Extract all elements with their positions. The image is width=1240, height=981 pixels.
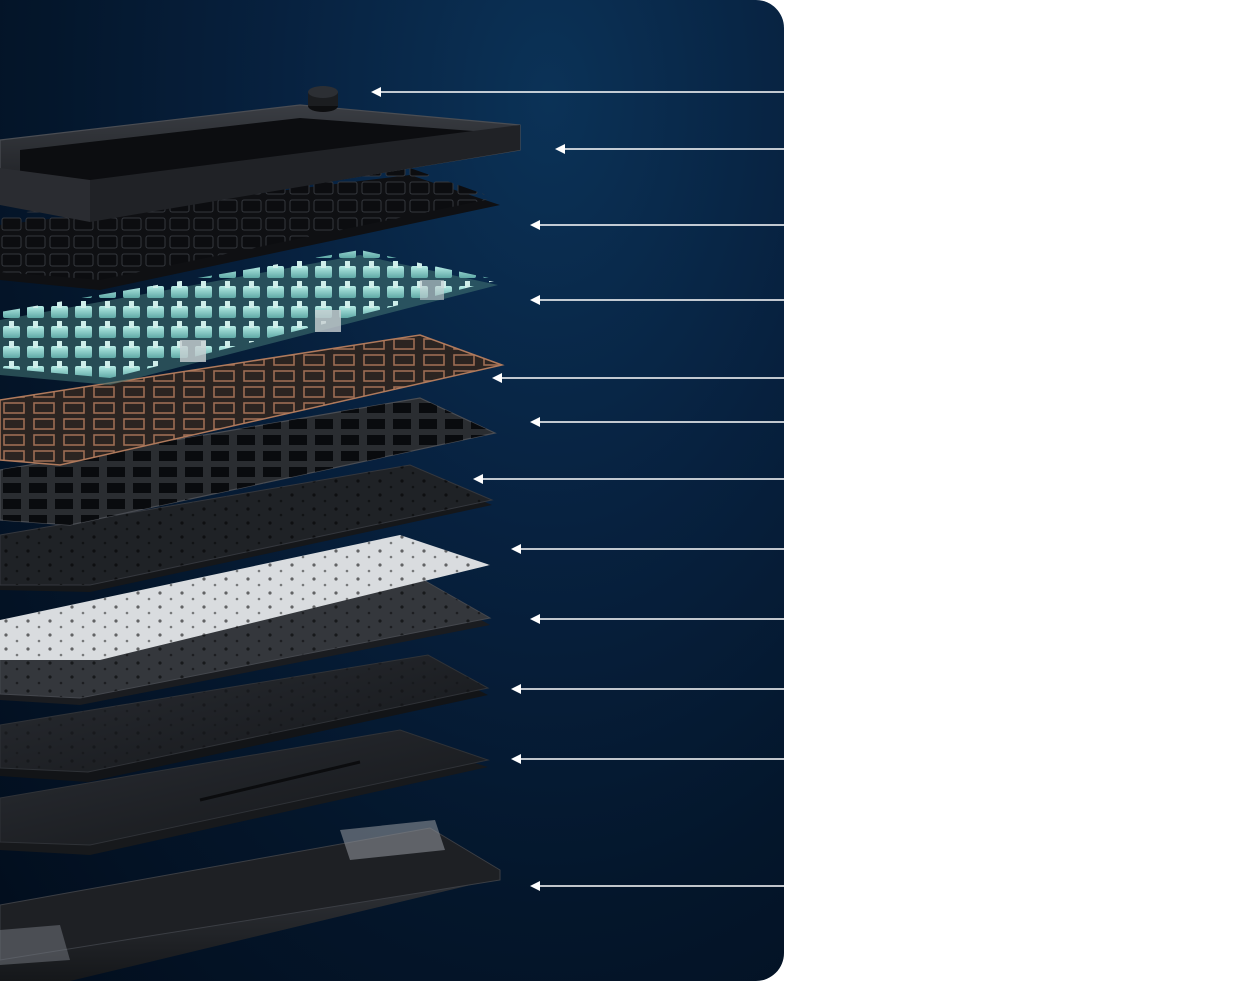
- plate-foam-layer: [0, 464, 494, 592]
- arrow-keycaps: [530, 220, 784, 230]
- top-frame-layer: [0, 104, 521, 222]
- bottom-foam-layer: [0, 654, 490, 782]
- bottom-case-layer: [0, 820, 501, 981]
- arrow-bottom-foam: [511, 684, 784, 694]
- arrow-plate: [530, 417, 784, 427]
- exploded-keyboard-illustration: [0, 86, 784, 981]
- arrow-ixpe-sheet: [511, 544, 784, 554]
- plate-layer: [0, 397, 497, 526]
- ixpe-sheet-layer: [0, 535, 490, 660]
- arrow-bottom-case: [530, 881, 784, 891]
- arrow-knob: [371, 87, 784, 97]
- keycaps-layer: [0, 168, 500, 290]
- arrow-pcb-foam: [530, 614, 784, 624]
- arrow-plate-foam: [473, 474, 784, 484]
- arrow-silicone-pad: [511, 754, 784, 764]
- arrow-pcb: [492, 373, 784, 383]
- leader-arrows: [371, 87, 784, 891]
- switches-layer: [0, 250, 498, 385]
- pcb-layer: [0, 334, 505, 466]
- knob-layer: [308, 86, 338, 112]
- arrow-switches: [530, 295, 784, 305]
- pcb-foam-layer: [0, 577, 492, 705]
- silicone-pad-layer: [0, 729, 490, 855]
- exploded-view-panel: [0, 0, 784, 981]
- arrow-top-frame: [555, 144, 784, 154]
